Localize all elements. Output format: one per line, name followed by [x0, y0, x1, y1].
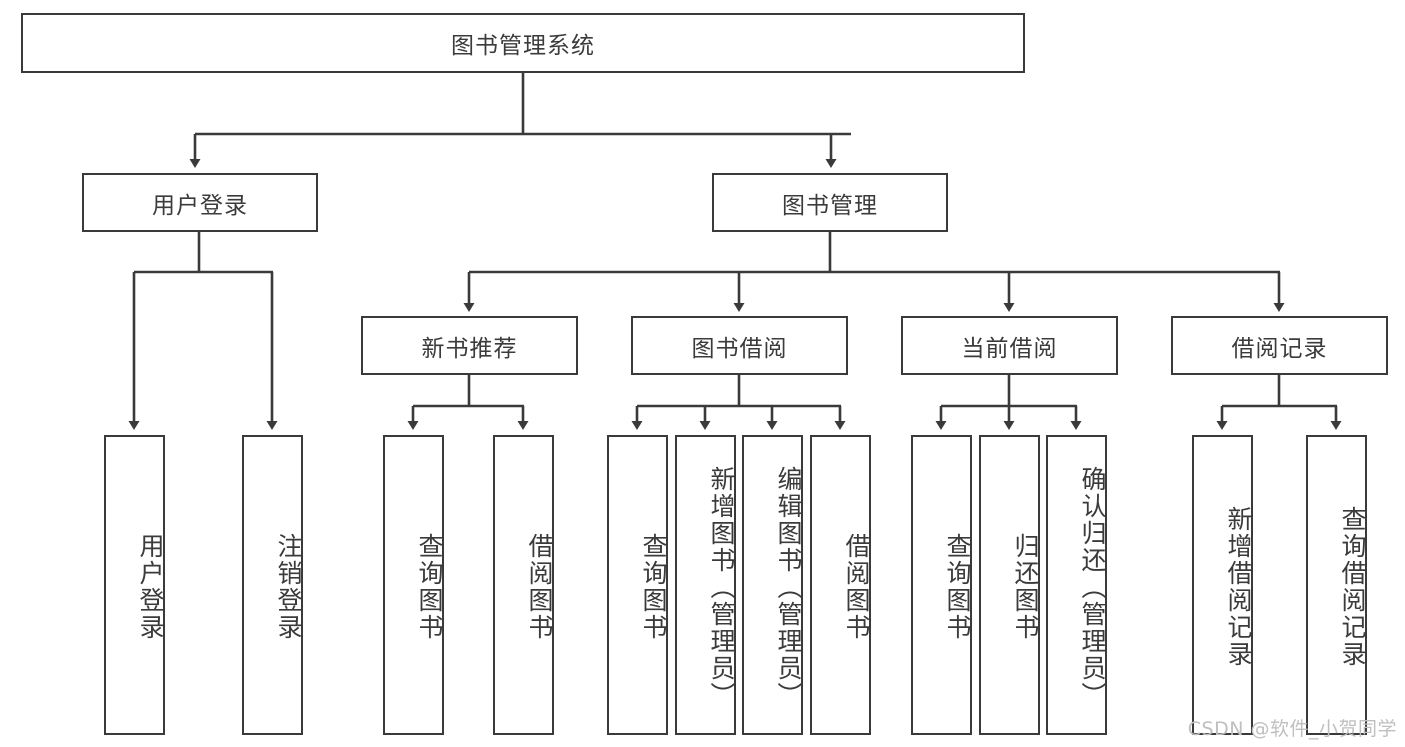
node-borrow-record[interactable]: 借阅记录	[1171, 316, 1388, 375]
node-current-borrow[interactable]: 当前借阅	[901, 316, 1118, 375]
node-leaf-return-book[interactable]: 归还图书	[979, 435, 1040, 735]
node-label: 查询借阅记录	[1338, 506, 1367, 668]
csdn-watermark: CSDN @软件_小贺同学	[1187, 718, 1397, 740]
node-leaf-confirm-return[interactable]: 确认归还（管理员）	[1046, 435, 1107, 735]
node-leaf-query-book-1[interactable]: 查询图书	[383, 435, 444, 735]
node-label: 注销登录	[274, 533, 303, 641]
node-label: 归还图书	[1011, 533, 1040, 641]
node-leaf-logout-login[interactable]: 注销登录	[242, 435, 303, 735]
node-book-management[interactable]: 图书管理	[712, 173, 948, 232]
node-label: 新增图书（管理员）	[707, 465, 736, 709]
node-label: 查询图书	[639, 533, 668, 641]
node-leaf-query-book-2[interactable]: 查询图书	[607, 435, 668, 735]
node-leaf-edit-book[interactable]: 编辑图书（管理员）	[742, 435, 803, 735]
node-user-login[interactable]: 用户登录	[82, 173, 318, 232]
node-label: 编辑图书（管理员）	[774, 465, 803, 709]
node-label: 新书推荐	[421, 335, 518, 362]
node-label: 查询图书	[415, 533, 444, 641]
node-label: 用户登录	[152, 192, 248, 219]
node-label: 借阅图书	[842, 533, 871, 641]
node-label: 新增借阅记录	[1224, 506, 1253, 668]
node-leaf-borrow-book-1[interactable]: 借阅图书	[493, 435, 554, 735]
node-leaf-add-book[interactable]: 新增图书（管理员）	[675, 435, 736, 735]
node-label: 图书管理系统	[451, 33, 595, 59]
node-leaf-borrow-book-2[interactable]: 借阅图书	[810, 435, 871, 735]
node-label: 借阅图书	[525, 533, 554, 641]
node-leaf-query-book-3[interactable]: 查询图书	[911, 435, 972, 735]
node-label: 查询图书	[943, 533, 972, 641]
node-leaf-add-record[interactable]: 新增借阅记录	[1192, 435, 1253, 735]
node-label: 图书借阅	[691, 335, 788, 362]
node-label: 图书管理	[782, 192, 878, 219]
node-book-management-system[interactable]: 图书管理系统	[21, 13, 1025, 73]
node-new-book-recommend[interactable]: 新书推荐	[361, 316, 578, 375]
node-label: 借阅记录	[1231, 335, 1328, 362]
node-label: 用户登录	[136, 533, 165, 641]
node-label: 当前借阅	[961, 335, 1058, 362]
node-leaf-query-record[interactable]: 查询借阅记录	[1306, 435, 1367, 735]
node-label: 确认归还（管理员）	[1078, 465, 1107, 709]
node-leaf-user-login[interactable]: 用户登录	[104, 435, 165, 735]
node-book-borrow[interactable]: 图书借阅	[631, 316, 848, 375]
